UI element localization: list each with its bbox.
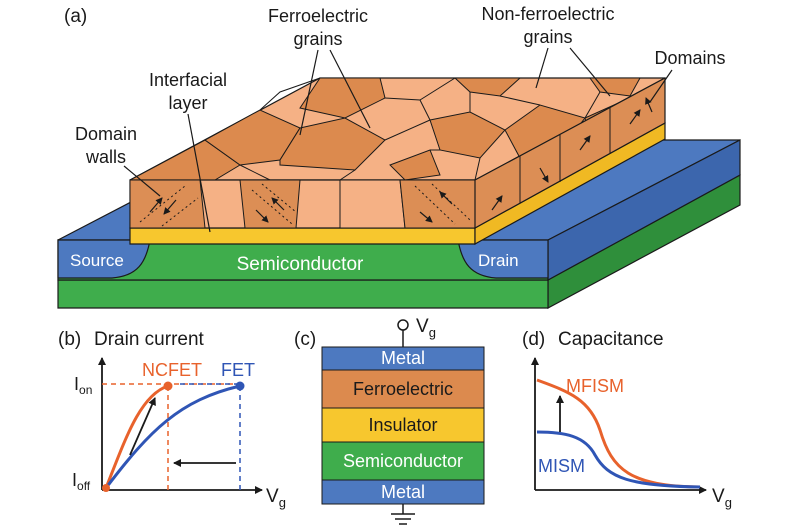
gate-terminal xyxy=(397,319,409,331)
layer-label-semiconductor: Semiconductor xyxy=(343,451,463,471)
ferroelectric-grains-label-line2: grains xyxy=(293,29,342,49)
ion-label: Ion xyxy=(74,374,92,397)
panel-c: (c) Vg Metal Ferroelectric Insulator Sem… xyxy=(294,316,485,525)
domain-arrows-front xyxy=(149,191,453,223)
panel-d-x-label: Vg xyxy=(712,486,732,510)
interfacial-layer-front xyxy=(129,227,476,245)
layer-label-ferroelectric: Ferroelectric xyxy=(353,379,453,399)
panel-b: (b) Drain current NCFET FET Ion Ioff Vg xyxy=(58,329,286,510)
panel-b-tag: (b) xyxy=(58,329,81,350)
side-domain-arrows xyxy=(491,97,653,211)
layer-label-metal-bottom: Metal xyxy=(381,482,425,502)
domain-walls-label-line2: walls xyxy=(85,147,126,167)
origin-dot xyxy=(102,484,110,492)
insulator-layer xyxy=(321,407,485,443)
nonferroelectric-grains-label-line1: Non-ferroelectric xyxy=(481,4,614,24)
source-label: Source xyxy=(70,251,124,270)
mfism-curve xyxy=(536,378,701,489)
ncfet-curve xyxy=(104,384,169,489)
panel-d-title: Capacitance xyxy=(558,329,664,350)
semiconductor-label: Semiconductor xyxy=(237,254,364,275)
panel-c-tag: (c) xyxy=(294,329,316,350)
top-grains xyxy=(129,77,651,181)
ferroelectric-grains-label-line1: Ferroelectric xyxy=(268,6,368,26)
mfism-label: MFISM xyxy=(566,376,624,396)
domains-label: Domains xyxy=(654,48,725,68)
ioff-label: Ioff xyxy=(72,470,91,493)
fet-end-dot xyxy=(235,381,245,391)
ncfet-label: NCFET xyxy=(142,360,202,380)
gate-voltage-label: Vg xyxy=(416,316,436,340)
current-boost-arrow xyxy=(129,397,156,456)
panel-d: (d) Capacitance MFISM MISM Vg xyxy=(522,329,732,510)
panel-b-x-label: Vg xyxy=(266,486,286,510)
interfacial-layer-label-line1: Interfacial xyxy=(149,70,227,90)
panel-a-tag: (a) xyxy=(64,6,87,27)
panel-d-tag: (d) xyxy=(522,329,545,350)
domain-walls-front xyxy=(139,183,471,227)
ferroelectric-side-face xyxy=(474,76,666,230)
panel-a: (a) Ferroelectric grains Non-ferroelectr… xyxy=(57,4,741,310)
nonferroelectric-grains-label-line2: grains xyxy=(523,27,572,47)
domain-walls-label-line1: Domain xyxy=(75,124,137,144)
panel-b-title: Drain current xyxy=(94,329,205,350)
fet-curve xyxy=(104,384,241,489)
front-grains xyxy=(129,179,476,229)
side-grain-boundaries xyxy=(519,108,611,203)
mism-curve xyxy=(536,430,701,489)
layer-label-metal-top: Metal xyxy=(381,348,425,368)
drain-label: Drain xyxy=(478,251,519,270)
ncfet-end-dot xyxy=(163,381,173,391)
mism-label: MISM xyxy=(538,456,585,476)
ground-icon xyxy=(391,513,415,525)
layer-label-insulator: Insulator xyxy=(368,415,437,435)
leader-lines xyxy=(123,47,673,233)
fet-label: FET xyxy=(221,360,255,380)
interfacial-layer-label-line2: layer xyxy=(168,93,207,113)
ferroelectric-layer xyxy=(321,369,485,409)
substrate-front xyxy=(57,279,549,309)
